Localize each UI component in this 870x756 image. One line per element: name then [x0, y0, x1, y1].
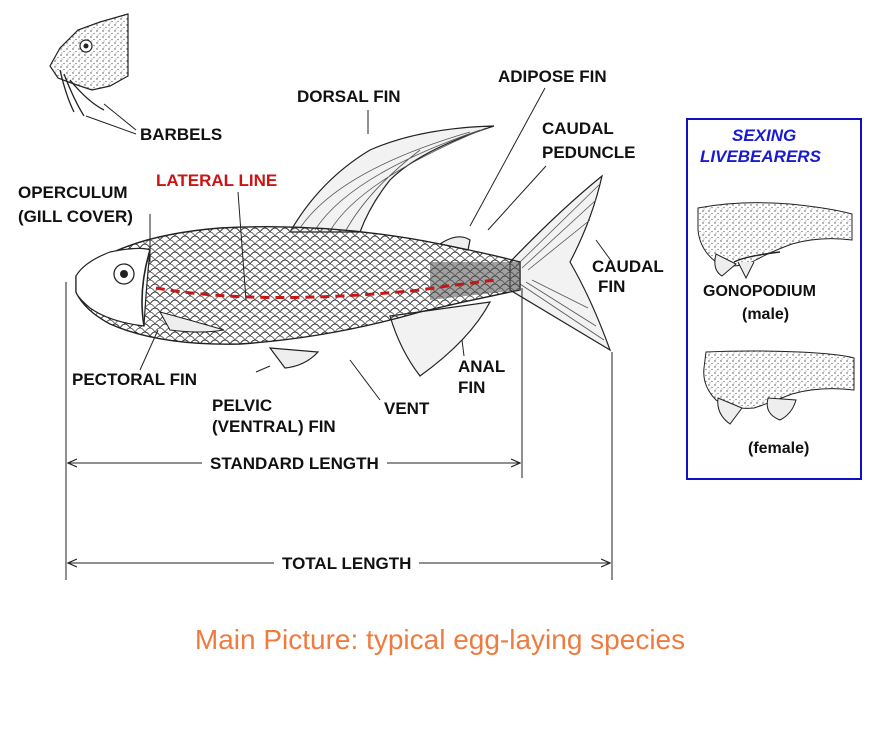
- label-standard-length: STANDARD LENGTH: [202, 453, 387, 474]
- catfish-head-illustration: [49, 13, 137, 135]
- lateral-line-marker: [155, 278, 497, 300]
- label-pelvic-fin-1: PELVIC: [212, 396, 273, 415]
- label-male: (male): [742, 306, 790, 323]
- panel-title-line-1: SEXING: [732, 126, 797, 145]
- label-dorsal-fin: DORSAL FIN: [297, 87, 401, 106]
- label-caudal-fin-2: FIN: [598, 277, 626, 296]
- diagram-caption: Main Picture: typical egg-laying species: [194, 624, 686, 655]
- pelvic-fin-illustration: [268, 347, 320, 369]
- leader-lines: [139, 87, 613, 401]
- female-illustration: [703, 350, 855, 425]
- label-total-length: TOTAL LENGTH: [274, 553, 420, 574]
- label-operculum-2: (GILL COVER): [18, 207, 133, 226]
- adipose-fin-illustration: [438, 236, 471, 251]
- label-female: (female): [748, 440, 810, 457]
- label-caudal-fin-1: CAUDAL: [592, 257, 664, 276]
- label-anal-fin-1: ANAL: [458, 357, 506, 376]
- label-lateral-line: LATERAL LINE: [156, 171, 278, 190]
- label-barbels: BARBELS: [140, 125, 223, 144]
- sexing-livebearers-panel: [686, 118, 862, 480]
- caudal-fin-illustration: [509, 174, 612, 352]
- male-gonopodium-illustration: [697, 202, 853, 280]
- panel-title-line-2: LIVEBEARERS: [700, 147, 821, 166]
- anal-fin-illustration: [389, 301, 492, 377]
- label-operculum-1: OPERCULUM: [18, 183, 128, 202]
- label-anal-fin-2: FIN: [458, 378, 486, 397]
- label-pelvic-fin-2: (VENTRAL) FIN: [212, 417, 336, 436]
- label-adipose-fin: ADIPOSE FIN: [498, 67, 607, 86]
- label-caudal-peduncle-2: PEDUNCLE: [542, 143, 636, 162]
- label-caudal-peduncle-1: CAUDAL: [542, 119, 614, 138]
- label-gonopodium: GONOPODIUM: [703, 283, 816, 300]
- fish-body-illustration: [75, 226, 521, 345]
- dorsal-fin-illustration: [288, 125, 495, 233]
- label-vent: VENT: [384, 399, 430, 418]
- label-pectoral-fin: PECTORAL FIN: [72, 370, 197, 389]
